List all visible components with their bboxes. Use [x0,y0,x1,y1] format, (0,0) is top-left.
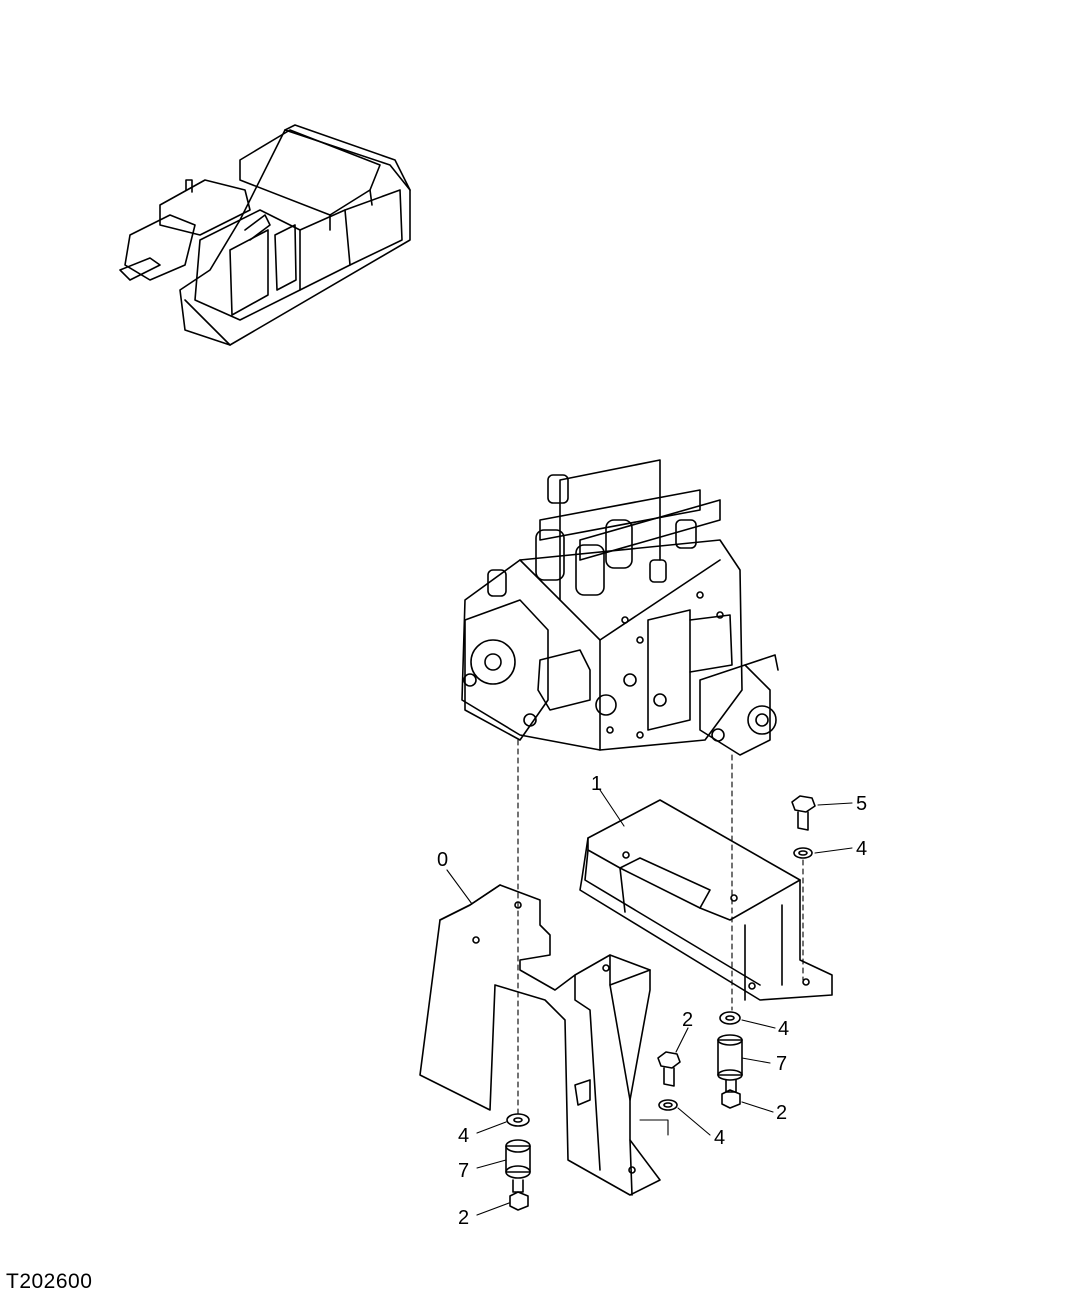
bracket-part-0 [419,884,661,1196]
callout-1: 1 [591,773,602,795]
hardware-parts [505,795,816,1211]
callout-2-upper: 2 [682,1009,693,1031]
callout-4-left: 4 [458,1125,469,1147]
callout-4-center: 4 [714,1127,725,1149]
callout-4-top: 4 [856,838,867,860]
figure-id: T202600 [6,1270,93,1293]
leader-lines [446,789,853,1216]
bracket-part-1 [579,799,833,1001]
alignment-lines [517,739,804,1116]
control-valve-icon [461,459,779,756]
callout-7-right: 7 [776,1053,787,1075]
callout-7-left: 7 [458,1160,469,1182]
callout-2-right: 2 [776,1102,787,1124]
excavator-cab-icon [119,124,411,346]
callout-5: 5 [856,793,867,815]
callout-4-right: 4 [778,1018,789,1040]
callout-0: 0 [437,849,448,871]
callout-2-bottom: 2 [458,1207,469,1229]
